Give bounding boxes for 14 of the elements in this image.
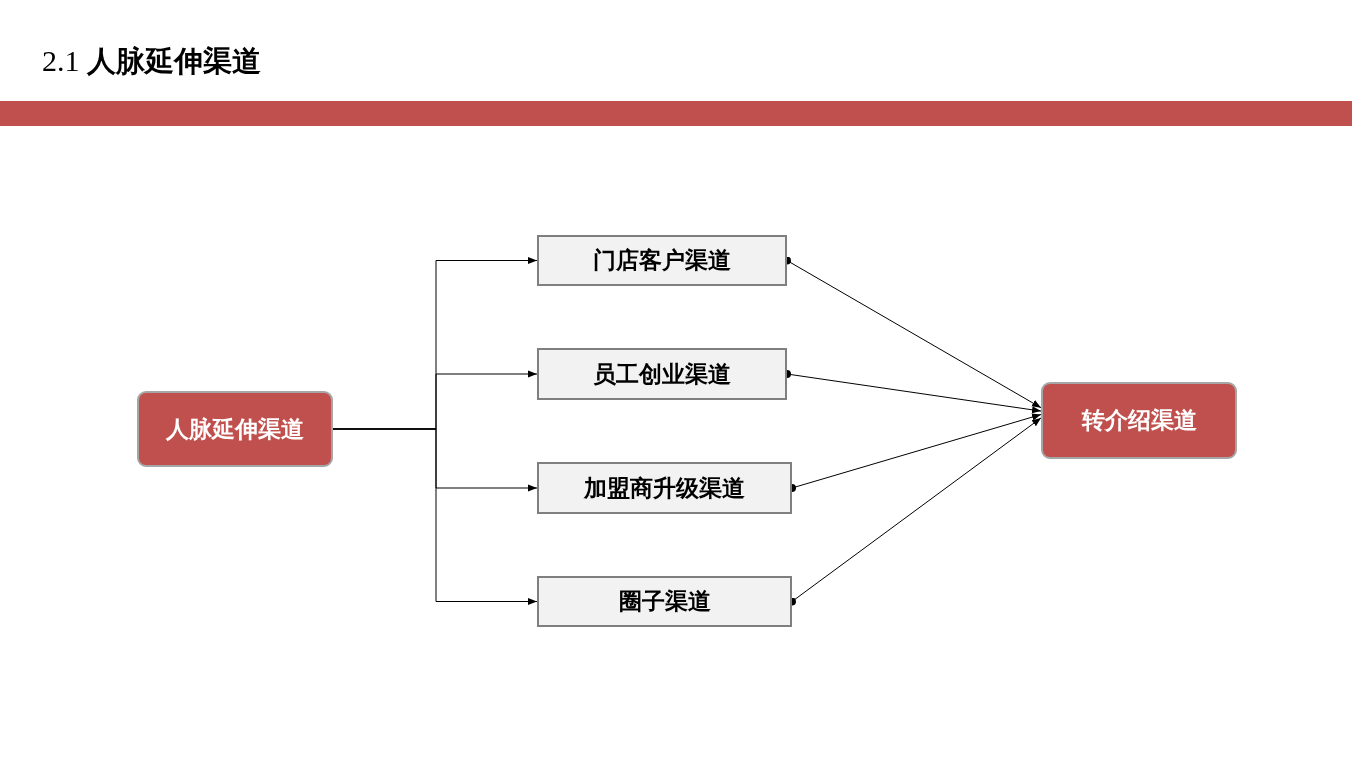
node-label: 员工创业渠道 xyxy=(593,359,731,389)
connector-arrow xyxy=(332,428,538,606)
process-box xyxy=(537,576,792,627)
process-box xyxy=(537,235,787,286)
node-label: 圈子渠道 xyxy=(618,587,711,616)
slide-title: 2.1 人脉延伸渠道 xyxy=(42,43,261,80)
process-box xyxy=(537,348,787,400)
node-label: 转介绍渠道 xyxy=(1081,406,1197,435)
node-label: 人脉延伸渠道 xyxy=(166,414,304,444)
process-box xyxy=(537,462,792,514)
channel-box xyxy=(1041,382,1237,459)
channel-box xyxy=(137,391,333,467)
node-label: 加盟商升级渠道 xyxy=(584,473,745,503)
node-label: 门店客户渠道 xyxy=(593,246,731,275)
